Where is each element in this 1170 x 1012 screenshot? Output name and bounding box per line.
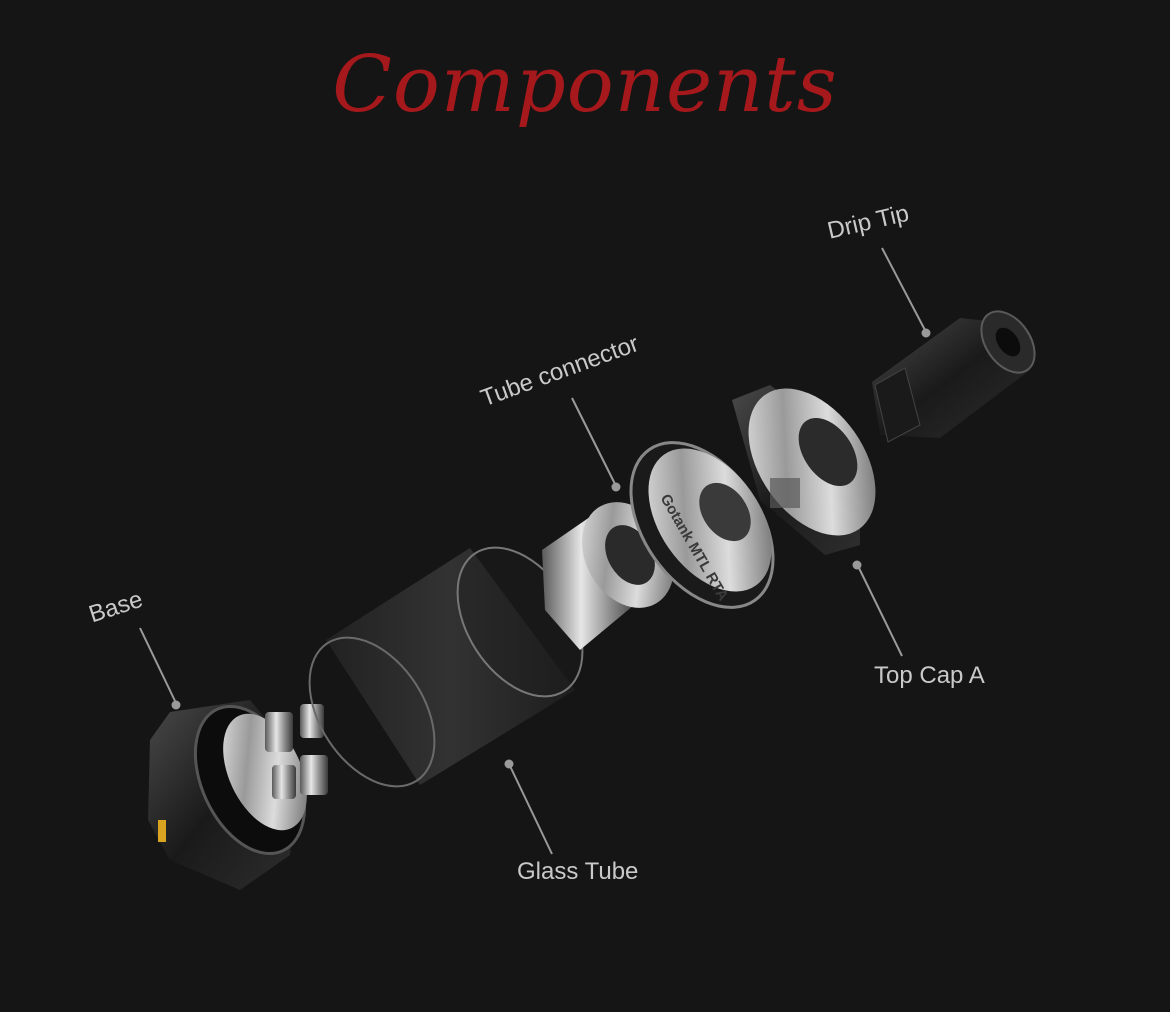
leader-line-drip-tip	[881, 247, 927, 333]
page-title: Components	[332, 40, 838, 130]
leader-dot-glass-tube	[504, 759, 514, 769]
label-top-cap-a: Top Cap A	[874, 662, 985, 689]
leader-dot-base	[171, 700, 181, 710]
leader-line-top-cap	[857, 565, 903, 657]
top-cap-part	[732, 385, 876, 555]
leader-dot-drip-tip	[921, 328, 931, 338]
drip-tip-part	[872, 310, 1036, 443]
deck-ring-part	[629, 441, 775, 609]
leader-lines	[139, 247, 931, 855]
leader-line-base	[139, 627, 177, 704]
glass-tube-part	[308, 546, 584, 788]
label-glass-tube: Glass Tube	[517, 858, 639, 885]
leader-dot-tube-connector	[611, 482, 621, 492]
leader-dot-top-cap	[852, 560, 862, 570]
base-part	[148, 700, 328, 890]
leader-line-glass-tube	[509, 765, 553, 855]
leader-line-tube-connector	[571, 397, 617, 487]
